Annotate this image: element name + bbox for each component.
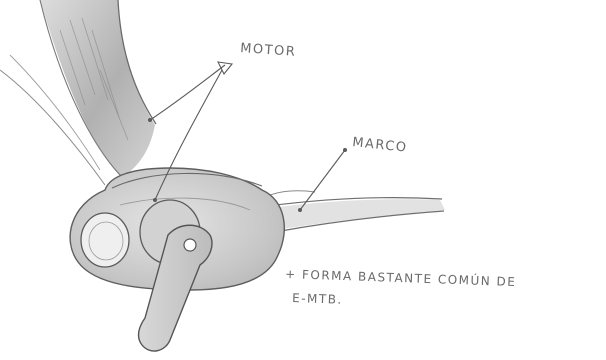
note-line-2: E-MTB. (292, 291, 343, 307)
motor-cap-circle (81, 213, 129, 267)
